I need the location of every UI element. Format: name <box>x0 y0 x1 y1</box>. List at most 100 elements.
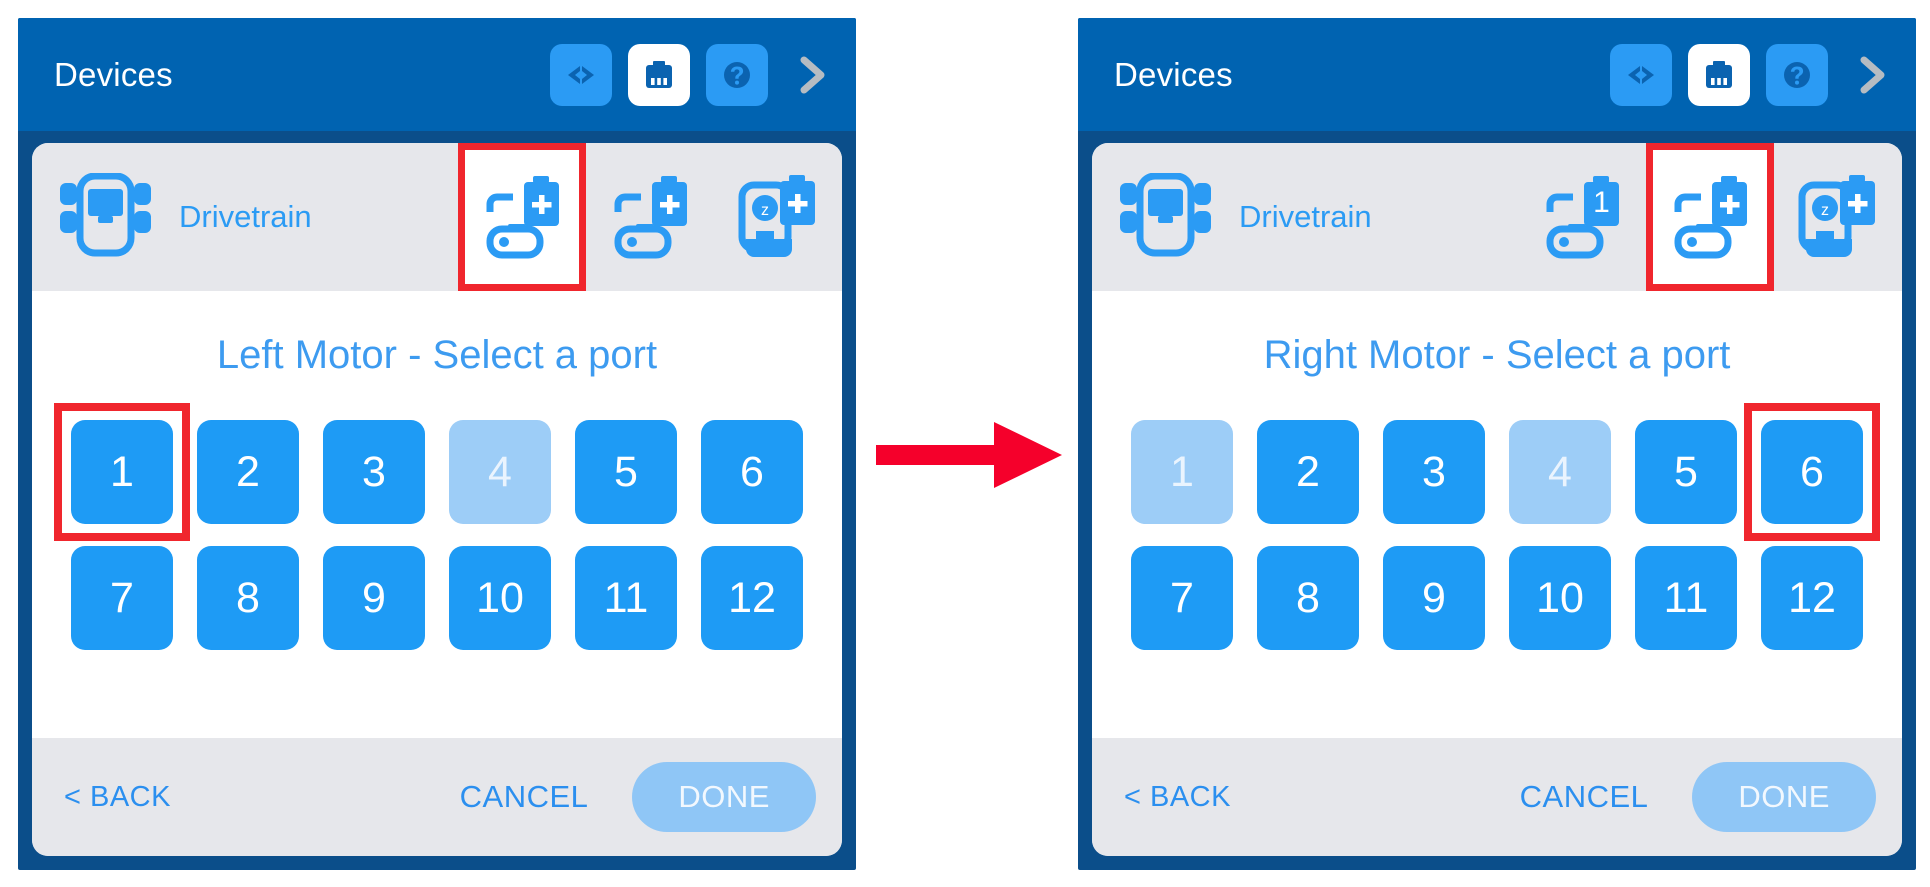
port-button-10[interactable]: 10 <box>449 546 551 650</box>
port-cell: 2 <box>1257 420 1359 524</box>
port-cell: 2 <box>197 420 299 524</box>
port-cell: 11 <box>1635 546 1737 650</box>
port-button-7[interactable]: 7 <box>1131 546 1233 650</box>
port-button-9[interactable]: 9 <box>1383 546 1485 650</box>
back-button[interactable]: < BACK <box>1124 780 1231 813</box>
cancel-button[interactable]: CANCEL <box>459 779 589 814</box>
port-button-7[interactable]: 7 <box>71 546 173 650</box>
port-select-prompt: Left Motor - Select a port <box>216 333 658 377</box>
port-button-11[interactable]: 11 <box>575 546 677 650</box>
page-title: Devices <box>54 55 173 93</box>
port-cell: 1 <box>54 403 190 541</box>
cancel-button[interactable]: CANCEL <box>1519 779 1649 814</box>
port-cell: 5 <box>1635 420 1737 524</box>
dialog-footer: < BACK CANCEL DONE <box>1092 738 1902 856</box>
help-icon[interactable] <box>706 43 768 106</box>
port-button-1[interactable]: 1 <box>71 420 173 524</box>
port-button-9[interactable]: 9 <box>323 546 425 650</box>
add-gyro-slot[interactable]: z <box>1774 143 1902 291</box>
port-button-6[interactable]: 6 <box>1761 420 1863 524</box>
title-bar-icons <box>1610 43 1900 106</box>
port-cell: 7 <box>1131 546 1233 650</box>
svg-text:1: 1 <box>1593 186 1610 219</box>
port-cell: 6 <box>1744 403 1880 541</box>
port-button-12[interactable]: 12 <box>1761 546 1863 650</box>
port-button-10[interactable]: 10 <box>1509 546 1611 650</box>
port-button-4: 4 <box>449 420 551 524</box>
code-icon[interactable] <box>550 43 612 106</box>
port-cell: 4 <box>1509 420 1611 524</box>
device-name: Drivetrain <box>179 199 312 234</box>
port-button-4: 4 <box>1509 420 1611 524</box>
port-button-3[interactable]: 3 <box>1383 420 1485 524</box>
port-cell: 9 <box>323 546 425 650</box>
port-button-5[interactable]: 5 <box>575 420 677 524</box>
svg-text:z: z <box>761 202 769 219</box>
port-cell: 10 <box>449 546 551 650</box>
device-name: Drivetrain <box>1239 199 1372 234</box>
port-cell: 8 <box>1257 546 1359 650</box>
port-button-8[interactable]: 8 <box>197 546 299 650</box>
port-cell: 1 <box>1131 420 1233 524</box>
add-motor-right-slot[interactable] <box>586 143 714 291</box>
red-right-arrow <box>876 422 1062 488</box>
port-cell: 5 <box>575 420 677 524</box>
done-button[interactable]: DONE <box>632 762 816 832</box>
page-title: Devices <box>1114 55 1233 93</box>
port-button-8[interactable]: 8 <box>1257 546 1359 650</box>
port-button-2[interactable]: 2 <box>197 420 299 524</box>
port-button-11[interactable]: 11 <box>1635 546 1737 650</box>
svg-text:z: z <box>1821 202 1829 219</box>
port-cell: 7 <box>71 546 173 650</box>
title-bar-icons <box>550 43 840 106</box>
chevron-right-icon[interactable] <box>1844 44 1900 106</box>
port-button-3[interactable]: 3 <box>323 420 425 524</box>
add-motor-right-slot[interactable] <box>1646 143 1774 291</box>
chevron-right-icon[interactable] <box>784 44 840 106</box>
port-cell: 10 <box>1509 546 1611 650</box>
back-button[interactable]: < BACK <box>64 780 171 813</box>
title-bar: Devices <box>18 18 856 131</box>
port-cell: 12 <box>701 546 803 650</box>
done-button[interactable]: DONE <box>1692 762 1876 832</box>
title-bar: Devices <box>1078 18 1916 131</box>
drivetrain-icon <box>58 172 153 262</box>
port-button-2[interactable]: 2 <box>1257 420 1359 524</box>
help-icon[interactable] <box>1766 43 1828 106</box>
port-cell: 4 <box>449 420 551 524</box>
footer-actions: CANCEL DONE <box>1520 762 1876 832</box>
port-button-5[interactable]: 5 <box>1635 420 1737 524</box>
drivetrain-icon <box>1118 172 1213 262</box>
port-select-prompt: Right Motor - Select a port <box>1263 333 1731 377</box>
port-cell: 3 <box>323 420 425 524</box>
device-row: Drivetrain z <box>32 143 842 291</box>
port-cell: 11 <box>575 546 677 650</box>
add-motor-left-slot[interactable] <box>458 143 586 291</box>
device-slots: z <box>458 143 842 291</box>
port-button-12[interactable]: 12 <box>701 546 803 650</box>
brain-port-icon[interactable] <box>628 43 690 106</box>
dialog-footer: < BACK CANCEL DONE <box>32 738 842 856</box>
add-gyro-slot[interactable]: z <box>714 143 842 291</box>
port-cell: 8 <box>197 546 299 650</box>
port-cell: 6 <box>701 420 803 524</box>
port-cell: 3 <box>1383 420 1485 524</box>
footer-actions: CANCEL DONE <box>460 762 816 832</box>
code-icon[interactable] <box>1610 43 1672 106</box>
port-cell: 12 <box>1761 546 1863 650</box>
brain-port-icon[interactable] <box>1688 43 1750 106</box>
port-button-6[interactable]: 6 <box>701 420 803 524</box>
motor-left-slot[interactable]: 1 <box>1518 143 1646 291</box>
port-cell: 9 <box>1383 546 1485 650</box>
